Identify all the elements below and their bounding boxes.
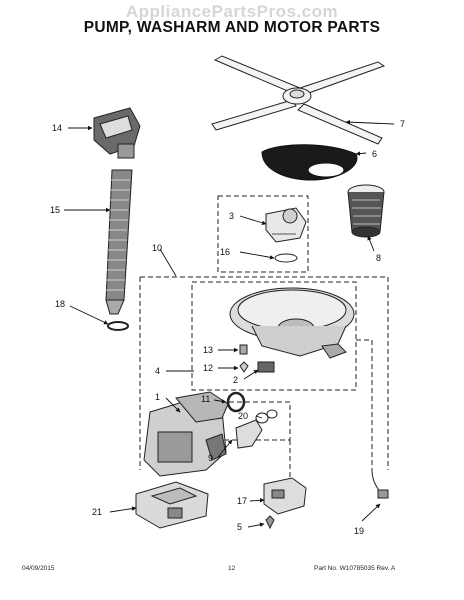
footer-date: 04/09/2015 bbox=[22, 565, 55, 572]
callout-7: 7 bbox=[400, 119, 405, 129]
valve-assembly-part bbox=[263, 477, 307, 530]
sensor-part bbox=[371, 469, 389, 499]
callout-20: 20 bbox=[238, 411, 248, 421]
callout-14: 14 bbox=[52, 123, 62, 133]
callout-2: 2 bbox=[233, 375, 238, 385]
watermark-text: AppliancePartsPros.com bbox=[125, 2, 339, 21]
deflector-part bbox=[261, 144, 358, 181]
leader-lines bbox=[64, 119, 395, 528]
valve-part bbox=[93, 107, 141, 159]
footer-part-number: Part No. W10785035 Rev. A bbox=[314, 565, 396, 572]
footer-page-number: 12 bbox=[228, 565, 236, 572]
callout-4: 4 bbox=[155, 366, 160, 376]
callout-1: 1 bbox=[155, 392, 160, 402]
callout-8: 8 bbox=[376, 253, 381, 263]
page-title: PUMP, WASHARM AND MOTOR PARTS bbox=[83, 19, 381, 36]
callout-numbers: 14 15 18 10 7 6 8 3 16 4 13 12 2 11 1 20… bbox=[50, 119, 405, 536]
callout-3: 3 bbox=[229, 211, 234, 221]
callout-15: 15 bbox=[50, 205, 60, 215]
hose-part bbox=[105, 169, 133, 315]
callout-9: 9 bbox=[208, 453, 213, 463]
callout-16: 16 bbox=[220, 247, 230, 257]
seal-part bbox=[274, 253, 298, 263]
pump-top-part bbox=[265, 207, 307, 243]
elbow-part bbox=[235, 409, 278, 449]
clamp-part bbox=[107, 321, 129, 331]
dashed-group-lines bbox=[139, 195, 389, 480]
callout-19: 19 bbox=[354, 526, 364, 536]
callout-18: 18 bbox=[55, 299, 65, 309]
motor-part bbox=[143, 391, 229, 477]
wash-arm-part bbox=[211, 55, 386, 145]
callout-10: 10 bbox=[152, 243, 162, 253]
callout-17: 17 bbox=[237, 496, 247, 506]
filter-part bbox=[347, 184, 385, 238]
callout-21: 21 bbox=[92, 507, 102, 517]
callout-11: 11 bbox=[201, 394, 210, 404]
ring-part bbox=[226, 391, 246, 413]
callout-12: 12 bbox=[203, 363, 213, 373]
cover-part bbox=[135, 481, 209, 529]
small-parts bbox=[239, 344, 275, 373]
callout-6: 6 bbox=[372, 149, 377, 159]
sump-part bbox=[229, 287, 355, 359]
callout-5: 5 bbox=[237, 522, 242, 532]
callout-13: 13 bbox=[203, 345, 213, 355]
